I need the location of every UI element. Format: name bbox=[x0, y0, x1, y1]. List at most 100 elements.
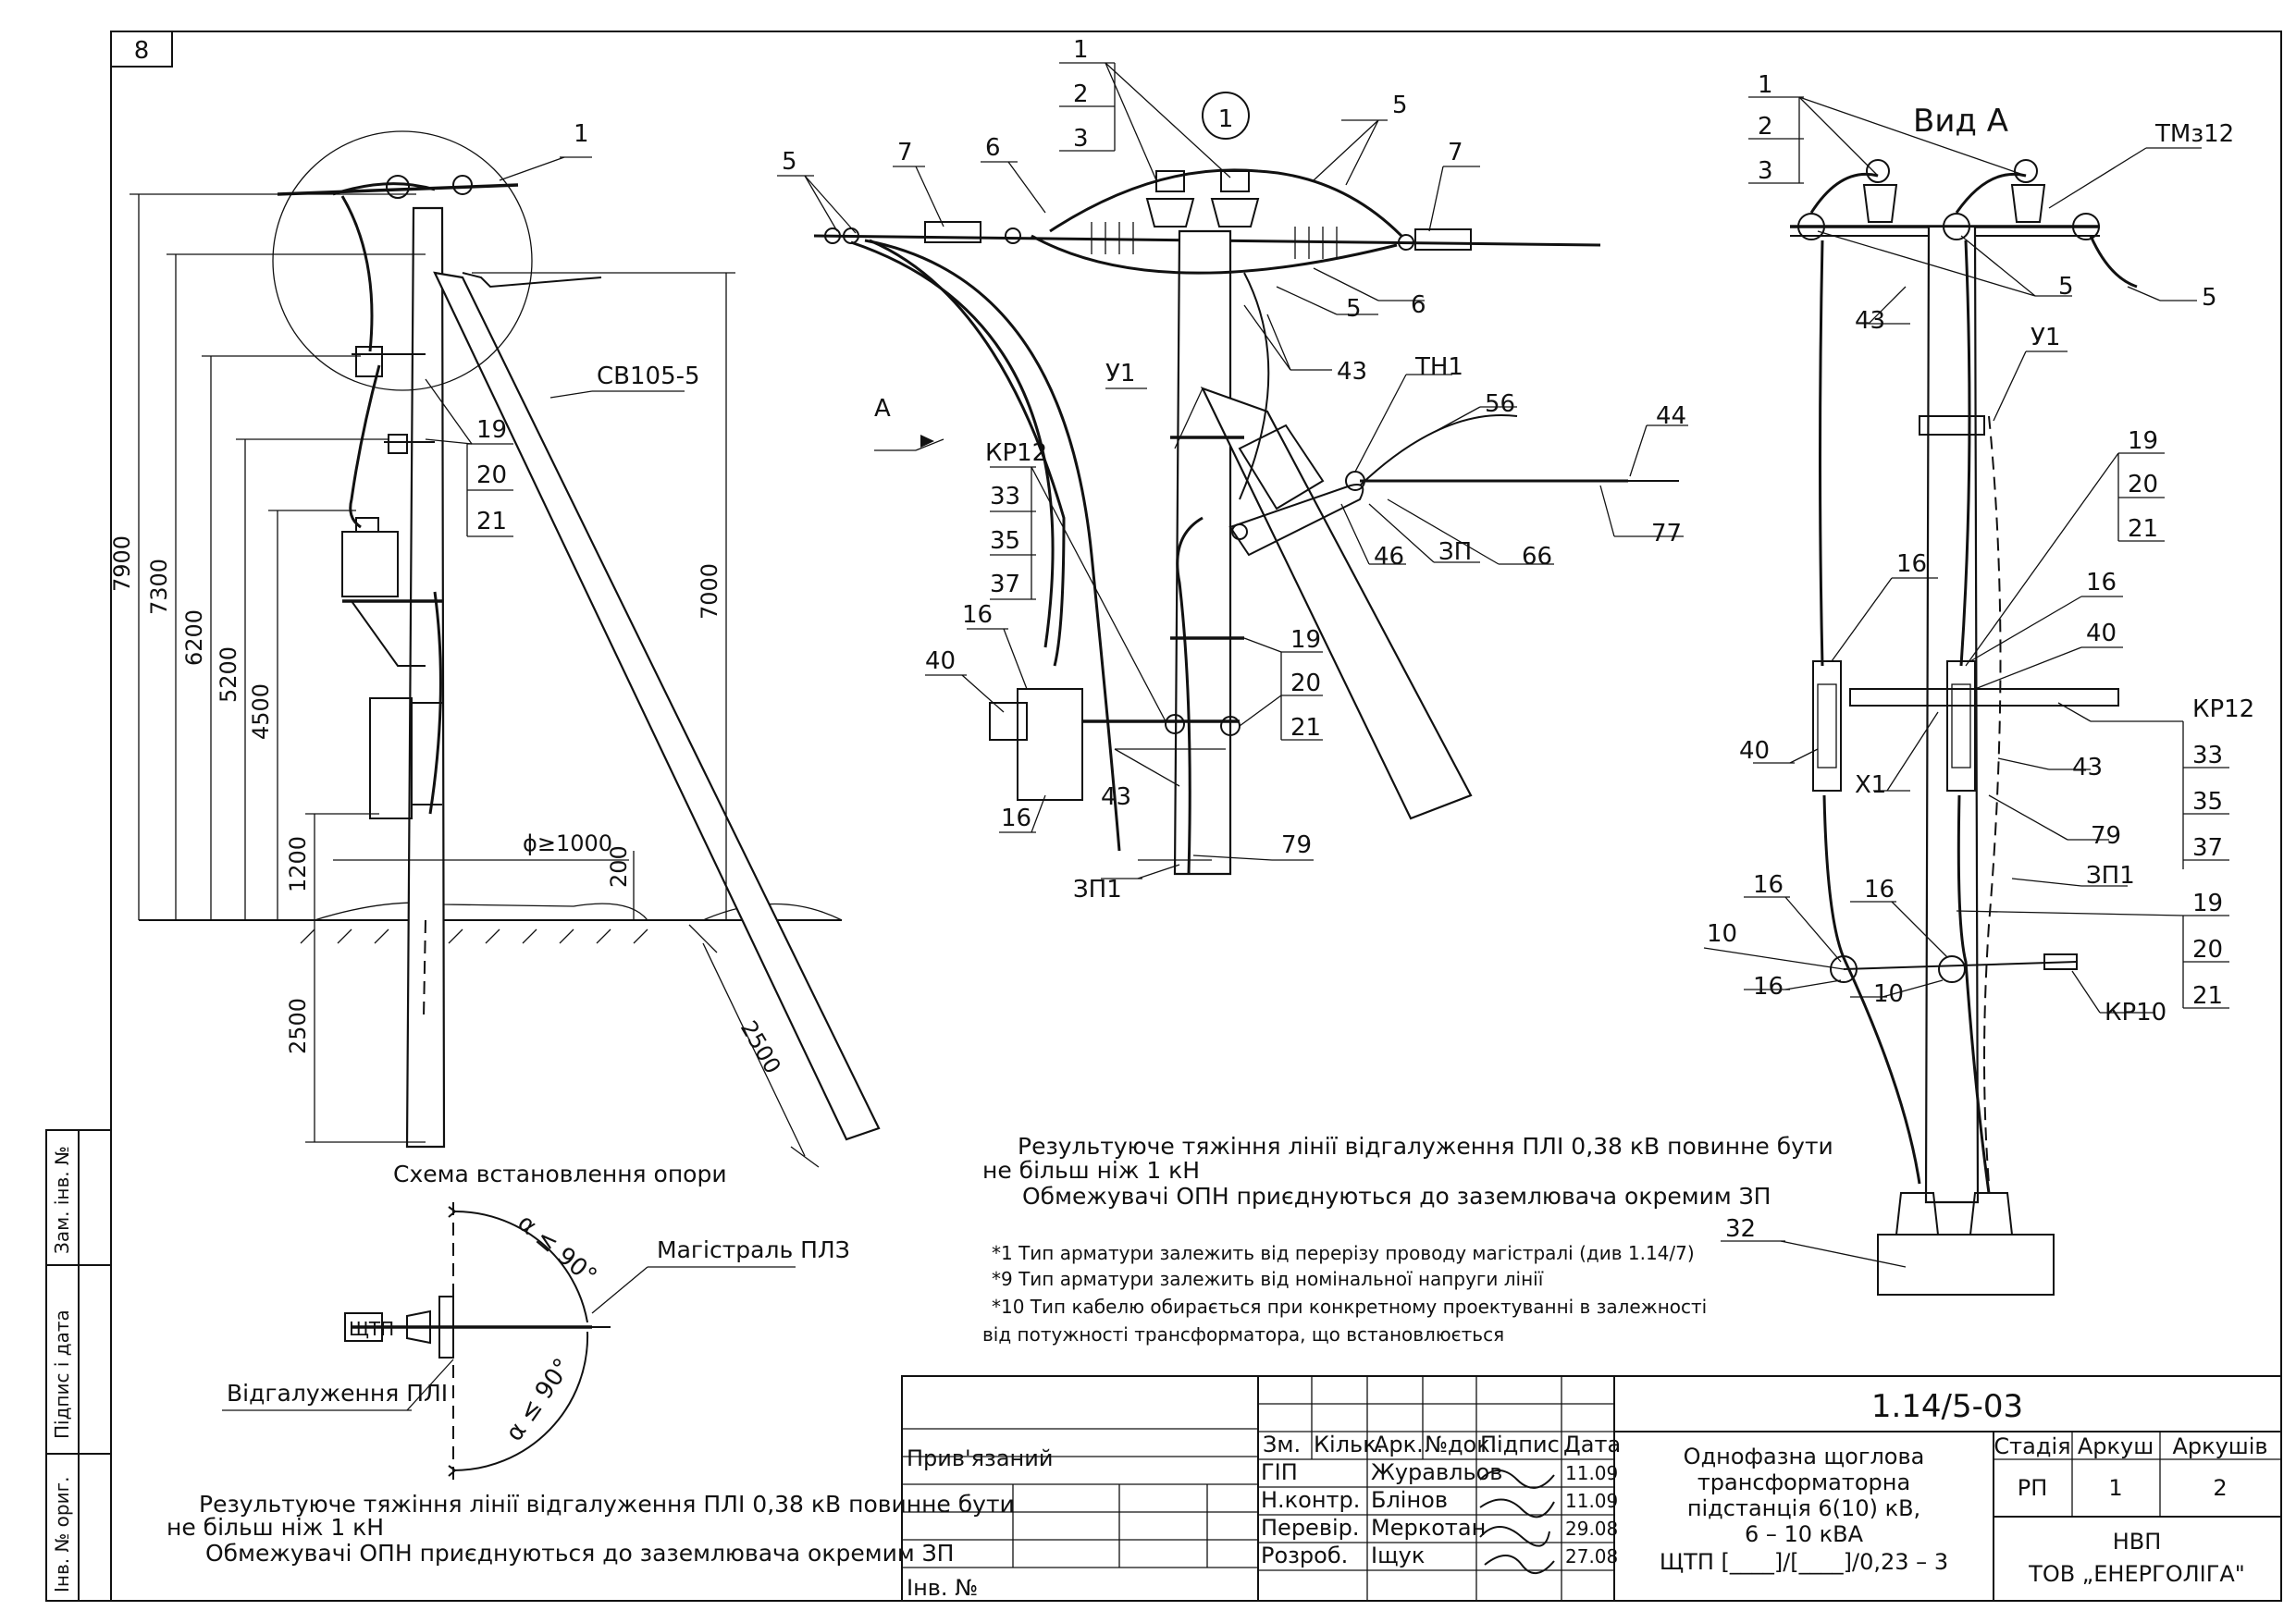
left-note-1: Результуюче тяжіння лінії відгалуження П… bbox=[199, 1491, 1015, 1518]
left-note-2: не більш ніж 1 кН bbox=[167, 1514, 384, 1541]
d1-callout-5c: 5 bbox=[1346, 295, 1362, 323]
tb-role-rozrob: Розроб. bbox=[1261, 1543, 1348, 1568]
tb-desc-2: трансформаторна bbox=[1697, 1469, 1910, 1495]
va-callout-3: 3 bbox=[1758, 157, 1773, 185]
tb-desc-5: ЩТП [____]/[____]/0,23 – 3 bbox=[1660, 1549, 1948, 1575]
tb-head-zm: Зм. bbox=[1263, 1432, 1301, 1457]
d1-callout-7a: 7 bbox=[897, 139, 913, 166]
center-note-3: Обмежувачі ОПН приєднуються до заземлюва… bbox=[1022, 1183, 1771, 1210]
tb-desc-1: Однофазна щоглова bbox=[1684, 1444, 1925, 1469]
va-callout-5b: 5 bbox=[2202, 284, 2217, 312]
inst-callout-21: 21 bbox=[476, 508, 507, 535]
detail-1-drawing: 1 1 2 3 5 bbox=[777, 36, 1688, 904]
va-callout-35: 35 bbox=[2192, 788, 2223, 816]
d1-callout-35: 35 bbox=[990, 527, 1020, 555]
va-callout-16d: 16 bbox=[1864, 876, 1895, 904]
tb-code: 1.14/5-03 bbox=[1871, 1388, 2023, 1425]
dim-7300: 7300 bbox=[146, 559, 172, 615]
va-callout-20: 20 bbox=[2128, 471, 2158, 498]
va-kr10: КР10 bbox=[2105, 999, 2166, 1027]
d1-callout-77: 77 bbox=[1651, 520, 1682, 547]
d1-callout-5a: 5 bbox=[782, 148, 797, 176]
d1-zp: ЗП bbox=[1438, 538, 1472, 566]
tb-date-rozrob: 27.08 bbox=[1565, 1545, 1618, 1568]
tb-name-perevir: Меркотан bbox=[1371, 1515, 1486, 1541]
d1-view-arrow-a: А bbox=[874, 395, 891, 423]
tb-name-rozrob: Іщук bbox=[1371, 1543, 1425, 1568]
detail-ref-1: 1 bbox=[574, 120, 589, 148]
va-callout-10a: 10 bbox=[1707, 920, 1737, 948]
tb-role-nkontr: Н.контр. bbox=[1261, 1487, 1360, 1513]
dim-200: 200 bbox=[606, 845, 632, 888]
d1-callout-56: 56 bbox=[1485, 390, 1515, 418]
d1-callout-21: 21 bbox=[1290, 714, 1321, 742]
d1-callout-5b: 5 bbox=[1392, 92, 1408, 119]
left-note-3: Обмежувачі ОПН приєднуються до заземлюва… bbox=[205, 1540, 954, 1567]
d1-callout-2: 2 bbox=[1073, 80, 1089, 108]
inst-callout-19: 19 bbox=[476, 416, 507, 444]
va-callout-10b: 10 bbox=[1873, 980, 1904, 1008]
dim-2500: 2500 bbox=[285, 998, 311, 1054]
tb-stage-val: РП bbox=[2018, 1475, 2048, 1501]
footnote-1: *1 Тип арматури залежить від перерізу пр… bbox=[992, 1242, 1695, 1264]
footnote-4: від потужності трансформатора, що встано… bbox=[982, 1323, 1504, 1346]
tb-sheets-head: Аркушів bbox=[2172, 1433, 2267, 1459]
tb-head-date: Дата bbox=[1563, 1432, 1621, 1457]
va-callout-32: 32 bbox=[1725, 1215, 1756, 1243]
va-callout-79: 79 bbox=[2091, 822, 2121, 850]
sheet-number: 8 bbox=[134, 37, 150, 65]
signature-scribbles bbox=[1479, 1469, 1555, 1574]
tb-name-gip: Журавльов bbox=[1371, 1459, 1502, 1485]
va-callout-21b: 21 bbox=[2192, 982, 2223, 1010]
tb-stage-head: Стадія bbox=[1994, 1433, 2070, 1459]
tb-desc-4: 6 – 10 кВА bbox=[1745, 1521, 1864, 1547]
d1-tn1: ТН1 bbox=[1414, 353, 1463, 381]
tb-head-kilk: Кільк. bbox=[1314, 1432, 1383, 1457]
tb-name-nkontr: Блінов bbox=[1371, 1487, 1448, 1513]
tb-org-2: ТОВ „ЕНЕРГОЛІГА" bbox=[2028, 1561, 2245, 1587]
center-note-1: Результуюче тяжіння лінії відгалуження П… bbox=[1018, 1133, 1833, 1160]
tb-role-perevir: Перевір. bbox=[1261, 1515, 1360, 1541]
scheme-branch: Відгалуження ПЛІ bbox=[227, 1380, 448, 1407]
scheme-main-line: Магістраль ПЛЗ bbox=[657, 1236, 850, 1263]
d1-callout-66: 66 bbox=[1522, 543, 1552, 571]
va-callout-33: 33 bbox=[2192, 742, 2223, 769]
d1-callout-20: 20 bbox=[1290, 670, 1321, 697]
side-stamp: Інв. № ориг. Підпис і дата Зам. інв. № bbox=[45, 1129, 112, 1602]
dim-4500: 4500 bbox=[248, 683, 274, 740]
d1-callout-7b: 7 bbox=[1448, 139, 1463, 166]
detail-circle-label: 1 bbox=[1218, 105, 1234, 133]
d1-callout-46: 46 bbox=[1374, 543, 1404, 571]
va-callout-37: 37 bbox=[2192, 834, 2223, 862]
va-x1: Х1 bbox=[1855, 771, 1886, 799]
dim-diameter: ϕ≥1000 bbox=[523, 830, 612, 856]
title-block: Прив'язаний Інв. № Зм. Кільк. Арк. №док.… bbox=[901, 1375, 2282, 1602]
scheme-angle-top: α ≤ 90° bbox=[512, 1209, 602, 1290]
dim-7900: 7900 bbox=[109, 535, 135, 592]
center-note-2: не більш ніж 1 кН bbox=[982, 1157, 1200, 1184]
va-zp1: ЗП1 bbox=[2086, 862, 2135, 890]
dim-6200: 6200 bbox=[181, 609, 207, 666]
d1-callout-33: 33 bbox=[990, 483, 1020, 510]
d1-callout-6b: 6 bbox=[1411, 291, 1426, 319]
dim-1200: 1200 bbox=[285, 836, 311, 892]
strut-label: СВ105-5 bbox=[597, 363, 700, 390]
tb-date-perevir: 29.08 bbox=[1565, 1518, 1618, 1540]
tb-role-gip: ГІП bbox=[1261, 1459, 1298, 1485]
tb-desc-3: підстанція 6(10) кВ, bbox=[1687, 1495, 1920, 1521]
va-callout-43b: 43 bbox=[2072, 754, 2103, 781]
d1-callout-3: 3 bbox=[1073, 125, 1089, 153]
va-callout-1: 1 bbox=[1758, 71, 1773, 99]
d1-callout-40: 40 bbox=[925, 647, 956, 675]
va-callout-19: 19 bbox=[2128, 427, 2158, 455]
footnote-2: *9 Тип арматури залежить від номінальної… bbox=[992, 1268, 1544, 1290]
va-callout-16a: 16 bbox=[1896, 550, 1927, 578]
d1-callout-16b: 16 bbox=[1001, 805, 1031, 832]
d1-callout-37: 37 bbox=[990, 571, 1020, 598]
footnote-3: *10 Тип кабелю обирається при конкретном… bbox=[992, 1296, 1707, 1318]
dim-2500-strut: 2500 bbox=[735, 1016, 786, 1078]
scheme-angle-bottom: α ≤ 90° bbox=[500, 1354, 577, 1446]
tb-inv: Інв. № bbox=[907, 1575, 978, 1601]
d1-u1: У1 bbox=[1105, 360, 1135, 387]
installation-drawing: 1 7900 7300 6200 5200 4500 1200 2500 700… bbox=[109, 120, 881, 1168]
